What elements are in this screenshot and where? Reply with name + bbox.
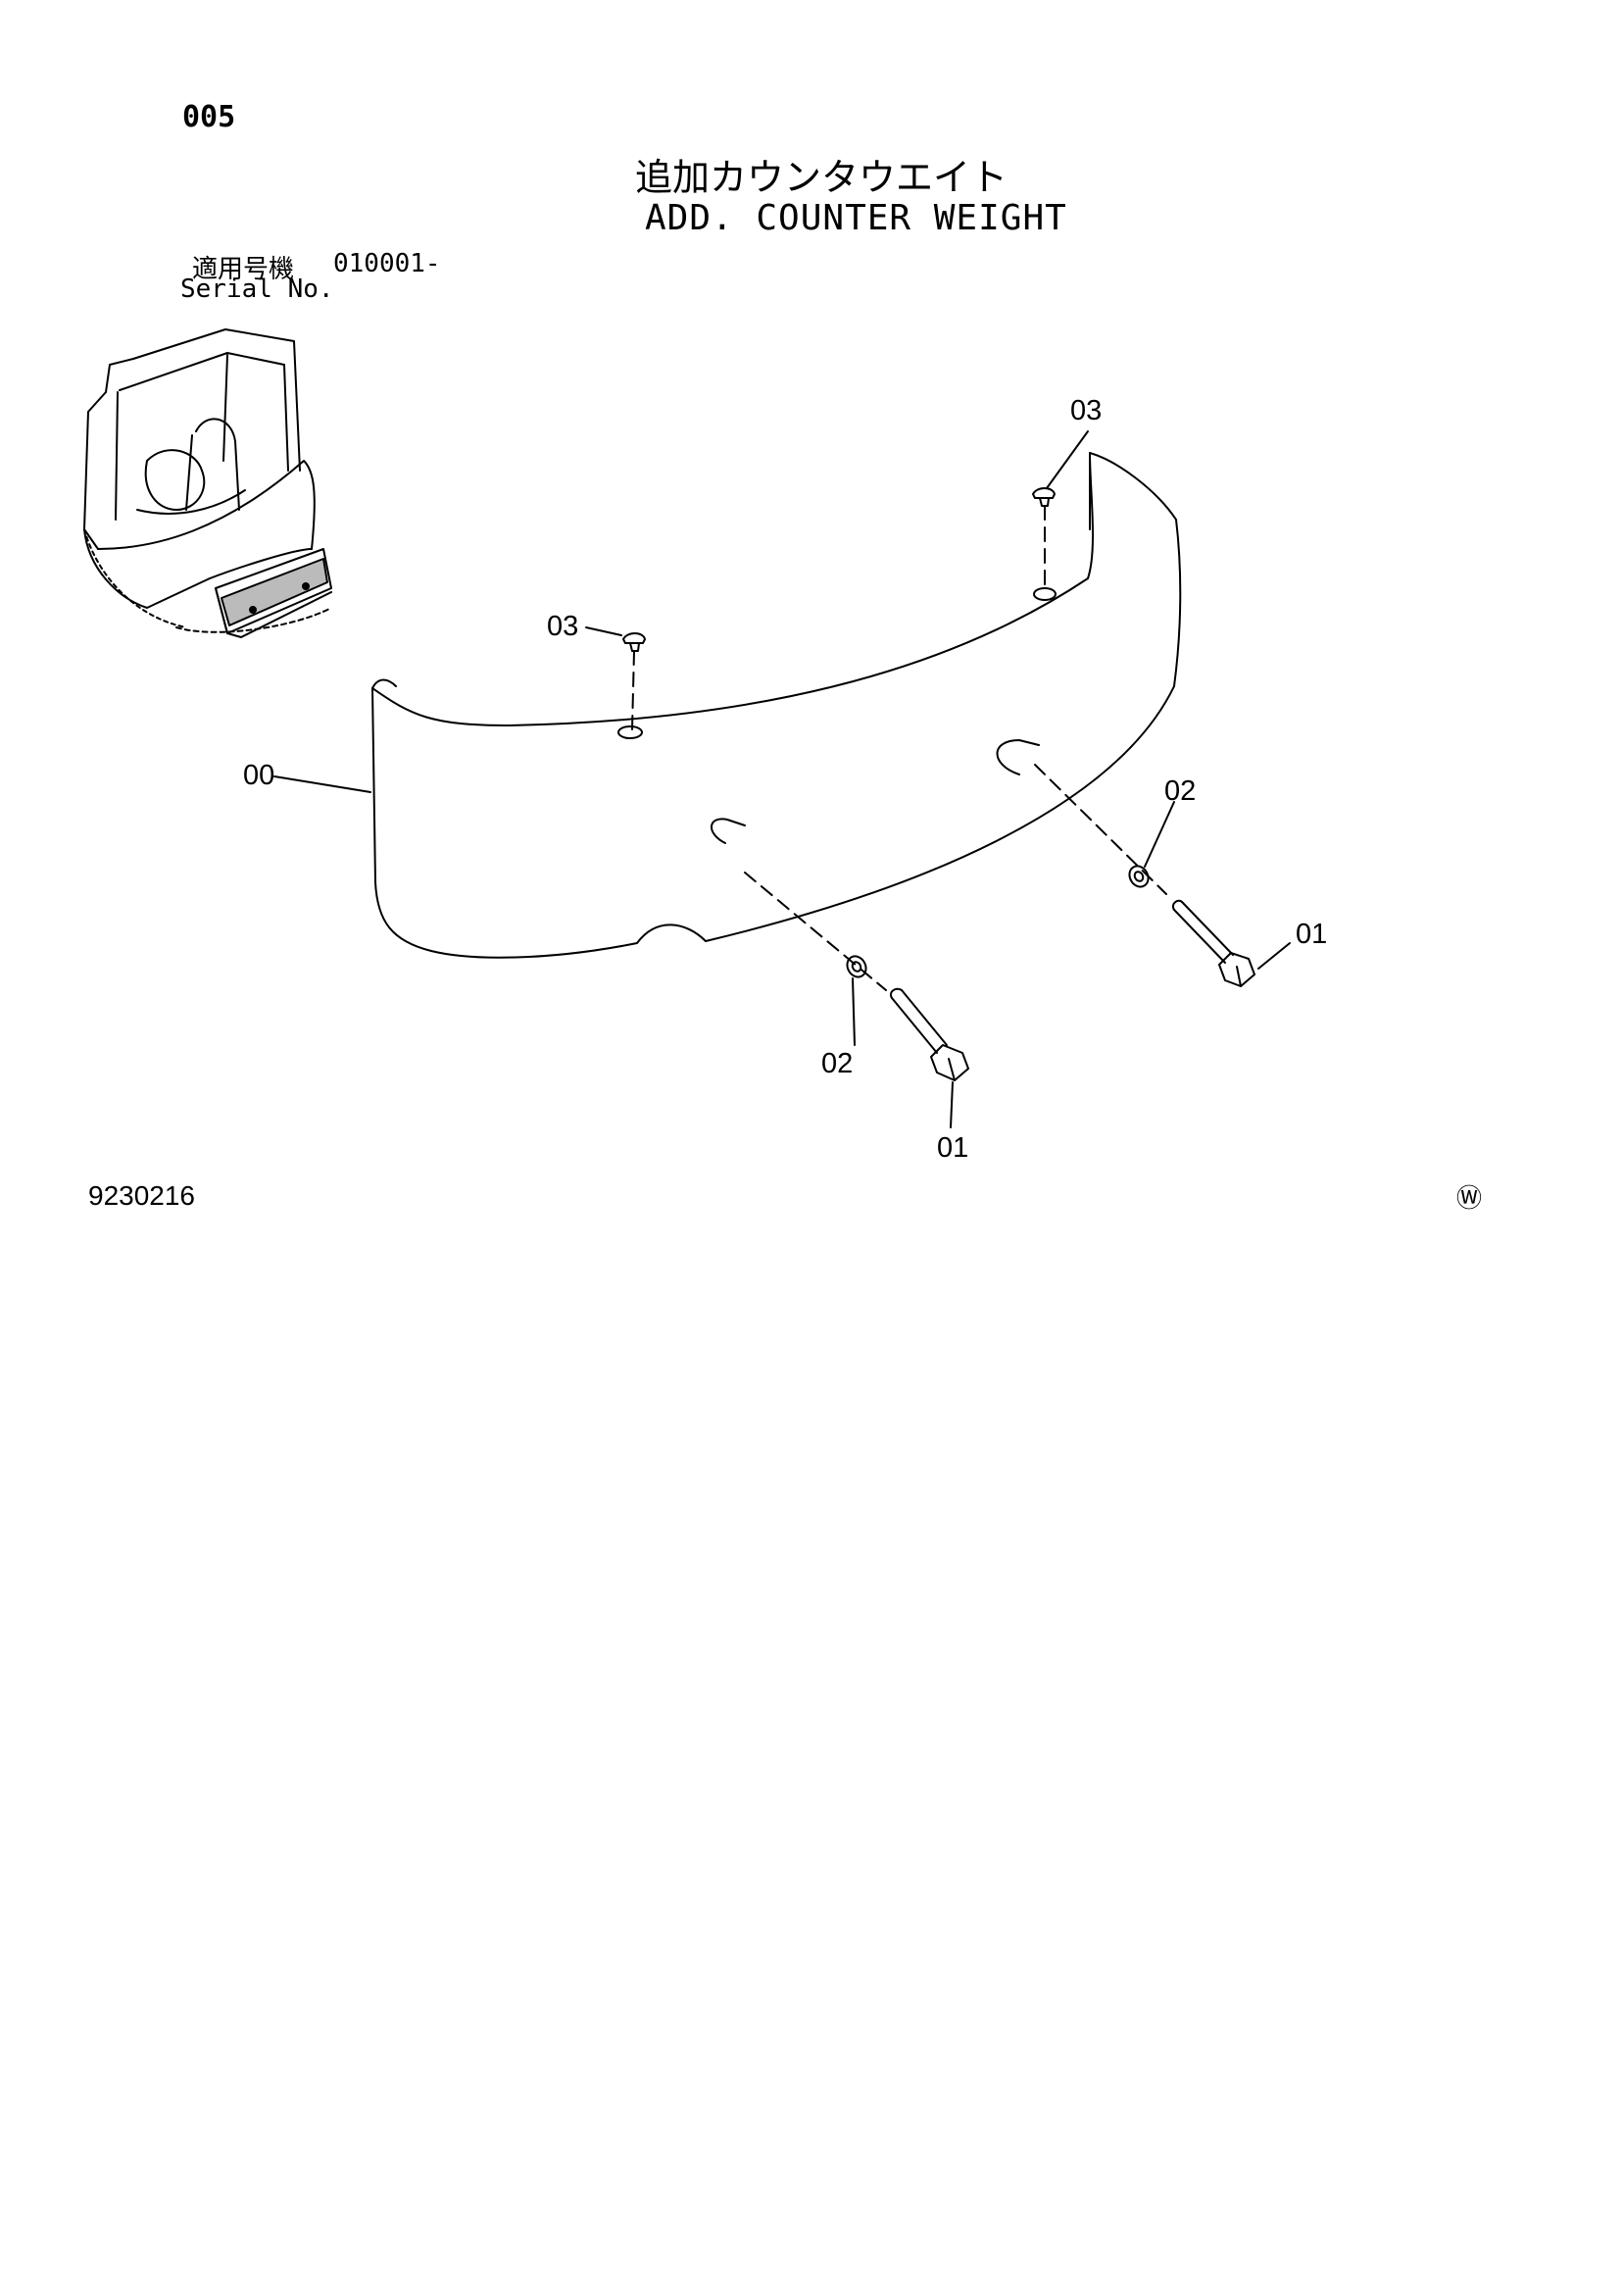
washer-part-02-right — [1128, 865, 1150, 888]
cab-roof-inner — [119, 352, 285, 391]
manufacturer-mark: Ⓦ — [1456, 1184, 1483, 1214]
bolt-head-right — [1218, 952, 1255, 987]
counterweight-bottom-edge — [374, 685, 1175, 959]
cab-rear-post — [83, 391, 107, 550]
page-number: 005 — [182, 100, 236, 134]
cab-pillar-right — [283, 364, 289, 472]
callout-02-right: 02 — [1164, 775, 1196, 807]
washer-right — [1128, 865, 1150, 888]
washer-left — [846, 955, 867, 978]
bolt-shank-right — [1173, 901, 1234, 964]
thumbnail-counterweight-shade — [221, 558, 328, 626]
plug-head-left — [622, 632, 646, 644]
callout-00: 00 — [243, 760, 274, 791]
plug-shank-right — [1039, 497, 1050, 507]
bolt-hole-right — [996, 739, 1040, 775]
title-english: ADD. COUNTER WEIGHT — [645, 198, 1067, 238]
callout-01-left: 01 — [937, 1132, 968, 1164]
cab-pillar-mid — [222, 354, 228, 462]
bolt-shank-left — [891, 989, 948, 1054]
bolt-head-left-edge — [948, 1058, 956, 1081]
counterweight-top-edge — [371, 577, 1089, 726]
body-lower-edge — [83, 528, 313, 609]
bolt-hole-left — [711, 818, 746, 844]
cab-pillar-left — [115, 391, 119, 521]
leader-01-left — [950, 1081, 954, 1128]
roll-bar — [195, 418, 240, 511]
body-hidden-edge — [83, 528, 187, 628]
plug-part-03-left — [622, 632, 646, 730]
leader-00 — [273, 775, 371, 793]
thumbnail-dashed-arc — [175, 607, 332, 633]
serial-label-japanese: 適用号機 — [192, 255, 295, 284]
cab-roof-outline — [105, 328, 301, 472]
leader-03-right — [1046, 430, 1089, 489]
leader-02-right — [1144, 801, 1175, 868]
plug-head-right — [1032, 487, 1056, 499]
bolt-part-01-right — [1034, 764, 1255, 987]
counterweight-left-corner — [371, 678, 397, 689]
plug-shank-left — [629, 642, 640, 652]
counterweight-left-end — [371, 687, 376, 883]
washer-right-hole — [1133, 871, 1145, 882]
plug-part-03-right — [1032, 487, 1056, 589]
serial-value: 010001- — [333, 249, 441, 278]
bolt-centerline-left — [744, 872, 887, 991]
bolt-tip-right — [1172, 899, 1183, 911]
callout-02-left: 02 — [821, 1048, 853, 1079]
callout-03-left: 03 — [547, 611, 578, 642]
thumbnail-hole-left — [249, 606, 257, 614]
leader-03-left — [585, 626, 622, 636]
serial-label-english: Serial No. — [180, 275, 334, 304]
top-hole-right — [1033, 587, 1057, 601]
figure-code: 9230216 — [88, 1180, 196, 1211]
bolt-head-right-edge — [1236, 966, 1242, 987]
machine-thumbnail — [83, 328, 332, 638]
seat — [144, 449, 206, 511]
roll-bar-post — [185, 434, 193, 511]
counterweight-right-end — [1087, 452, 1182, 687]
seat-base — [136, 489, 246, 515]
body-upper-edge — [97, 460, 316, 550]
bolt-head-left — [930, 1044, 969, 1081]
thumbnail-counterweight-bottom — [215, 587, 332, 638]
bolt-part-01-left — [744, 872, 969, 1081]
bolt-tip-left — [890, 987, 903, 999]
callout-01-right: 01 — [1296, 919, 1327, 950]
callout-03-right: 03 — [1070, 395, 1102, 426]
title-japanese: 追加カウンタウエイト — [635, 156, 1008, 199]
leader-02-left — [852, 977, 856, 1046]
plug-centerline-left — [631, 650, 635, 730]
leader-01-right — [1257, 942, 1291, 970]
thumbnail-hole-right — [302, 582, 310, 590]
top-hole-left — [617, 725, 643, 739]
counterweight-part-00 — [371, 452, 1182, 959]
bolt-centerline-right — [1034, 764, 1167, 895]
